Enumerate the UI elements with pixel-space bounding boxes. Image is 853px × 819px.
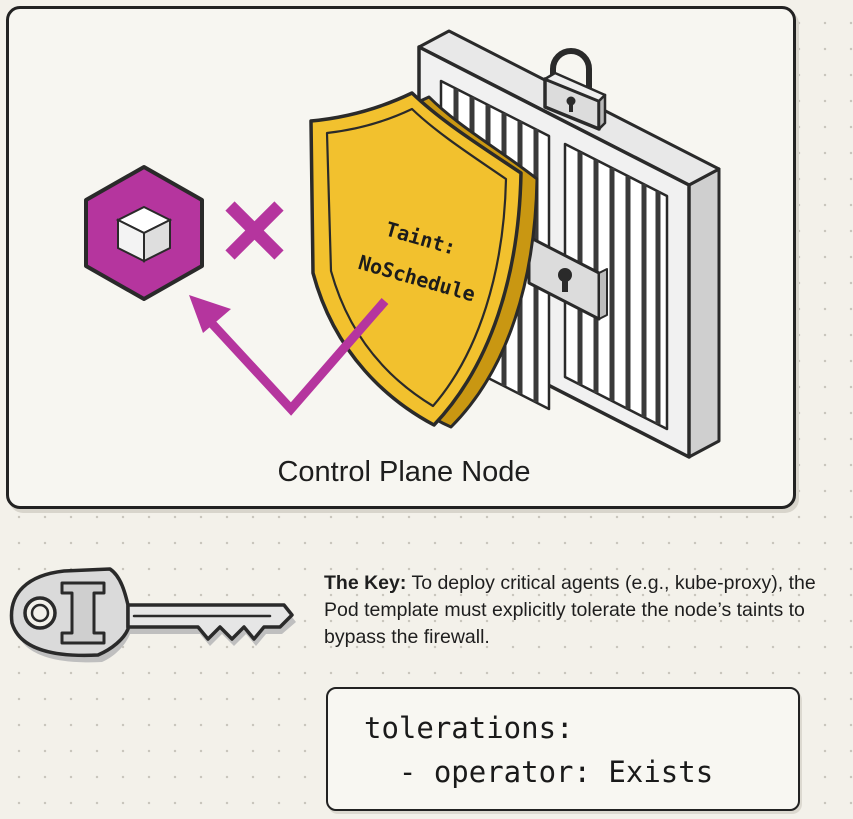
- shield-icon: Taint: NoSchedule: [309, 91, 539, 429]
- pod-cube-icon: [84, 165, 204, 301]
- key-note-body: To deploy critical agents (e.g., kube-pr…: [324, 572, 816, 648]
- node-label: Control Plane Node: [277, 456, 531, 488]
- rejection-arrow-icon: [189, 295, 389, 416]
- key-note-title: The Key:: [324, 572, 407, 594]
- tolerations-code-block: tolerations: - operator: Exists: [326, 687, 800, 811]
- x-mark-icon: [225, 201, 284, 260]
- key-icon: [9, 567, 297, 663]
- code-line-2: - operator: Exists: [364, 755, 714, 789]
- node-illustration: Taint: NoSchedule: [84, 29, 721, 459]
- key-note: The Key: To deploy critical agents (e.g.…: [324, 570, 849, 651]
- padlock-icon: [543, 48, 607, 131]
- control-plane-node-panel: Taint: NoSchedule Control Plane Node: [6, 6, 796, 509]
- code-line-1: tolerations:: [364, 711, 574, 745]
